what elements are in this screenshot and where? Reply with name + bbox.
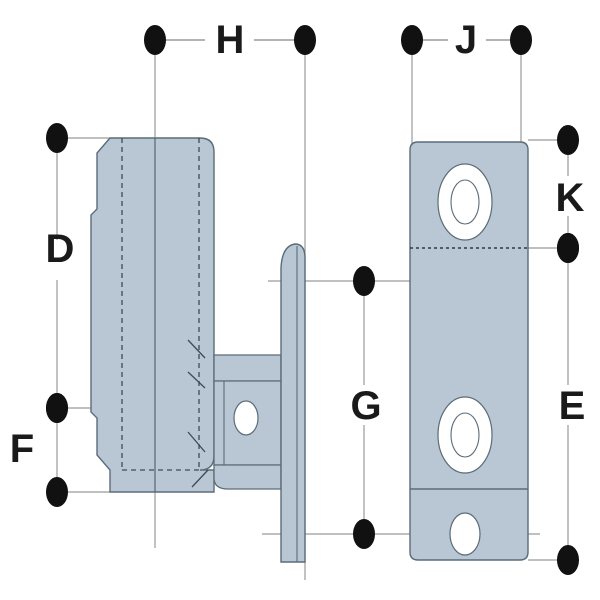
bracket-plate-outline: [409, 141, 529, 561]
dim-G-marker-bottom[interactable]: [353, 519, 375, 549]
dim-E-marker-bottom[interactable]: [557, 545, 579, 575]
dimension-G: G: [350, 266, 382, 549]
dimension-J: J: [401, 18, 532, 62]
bracket-hole-middle-bore: [450, 412, 480, 458]
neck-upper-arm: [213, 354, 282, 382]
bracket-hole-middle: [437, 396, 493, 474]
dimension-F: F: [10, 393, 68, 507]
bracket-hole-lower-bore: [449, 512, 481, 556]
bracket-hole-upper: [437, 163, 493, 241]
dim-E-marker-top[interactable]: [557, 233, 579, 263]
dim-J-marker-left[interactable]: [401, 25, 423, 55]
bracket-hole-upper-bore: [450, 179, 480, 225]
chamfer-tick-4: [191, 469, 209, 488]
chamfer-ticks: [187, 339, 209, 488]
dim-K-marker-top[interactable]: [557, 125, 579, 155]
mounting-bracket-plate: [409, 141, 529, 561]
dimension-E: E: [557, 233, 585, 575]
dim-G-marker-top[interactable]: [353, 266, 375, 296]
dimension-H: H: [144, 18, 316, 62]
bracket-hole-lower: [449, 512, 481, 556]
dim-H-label: H: [216, 18, 245, 62]
dim-D-label: D: [46, 227, 75, 271]
valve-body-side-view: [90, 137, 215, 493]
dim-K-label: K: [556, 176, 585, 220]
dim-D-marker-top[interactable]: [46, 123, 68, 153]
valve-body-outline: [90, 137, 215, 493]
flange-bolt-hole: [233, 400, 259, 436]
dim-E-label: E: [559, 384, 586, 428]
dim-J-label: J: [455, 18, 477, 62]
neck-lower-foot: [213, 464, 282, 490]
body-neck-boss: [187, 339, 282, 490]
mounting-flange-outline: [280, 243, 306, 563]
dim-H-marker-left[interactable]: [144, 25, 166, 55]
dim-J-marker-right[interactable]: [510, 25, 532, 55]
dim-G-label: G: [350, 384, 381, 428]
dim-H-marker-right[interactable]: [294, 25, 316, 55]
chamfer-tick-1: [187, 339, 206, 359]
valve-body-hidden-lines: [121, 138, 200, 471]
dim-F-label: F: [10, 427, 34, 471]
dim-F-marker-bottom[interactable]: [46, 477, 68, 507]
chamfer-tick-3: [187, 431, 206, 453]
dim-F-marker-top[interactable]: [46, 393, 68, 423]
mounting-flange: [280, 243, 306, 563]
chamfer-tick-2: [187, 371, 206, 389]
